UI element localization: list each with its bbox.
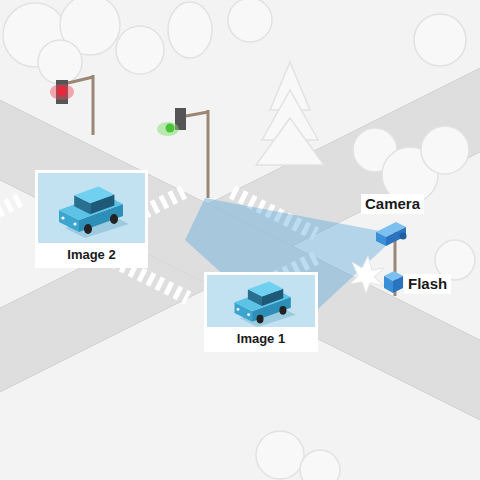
image-caption-strip: Image 2 [38, 243, 145, 265]
image-caption-strip: Image 1 [207, 327, 315, 349]
device-label: Camera [361, 194, 424, 214]
traffic-light-red [50, 75, 93, 135]
trees [3, 0, 475, 480]
car-photo [59, 186, 129, 238]
image-caption: Image 1 [237, 331, 285, 346]
car-photo [235, 282, 297, 327]
image-caption: Image 2 [67, 247, 115, 262]
traffic-light-green [157, 108, 208, 198]
road [0, 95, 480, 425]
camera-pole [350, 222, 407, 296]
image-frame: Image 2 [35, 170, 148, 268]
device-label: Flash [404, 274, 451, 294]
photo-ground [35, 170, 148, 248]
image-frame: Image 1 [204, 272, 318, 352]
photo-ground [204, 272, 318, 332]
camera-beam [185, 198, 388, 335]
